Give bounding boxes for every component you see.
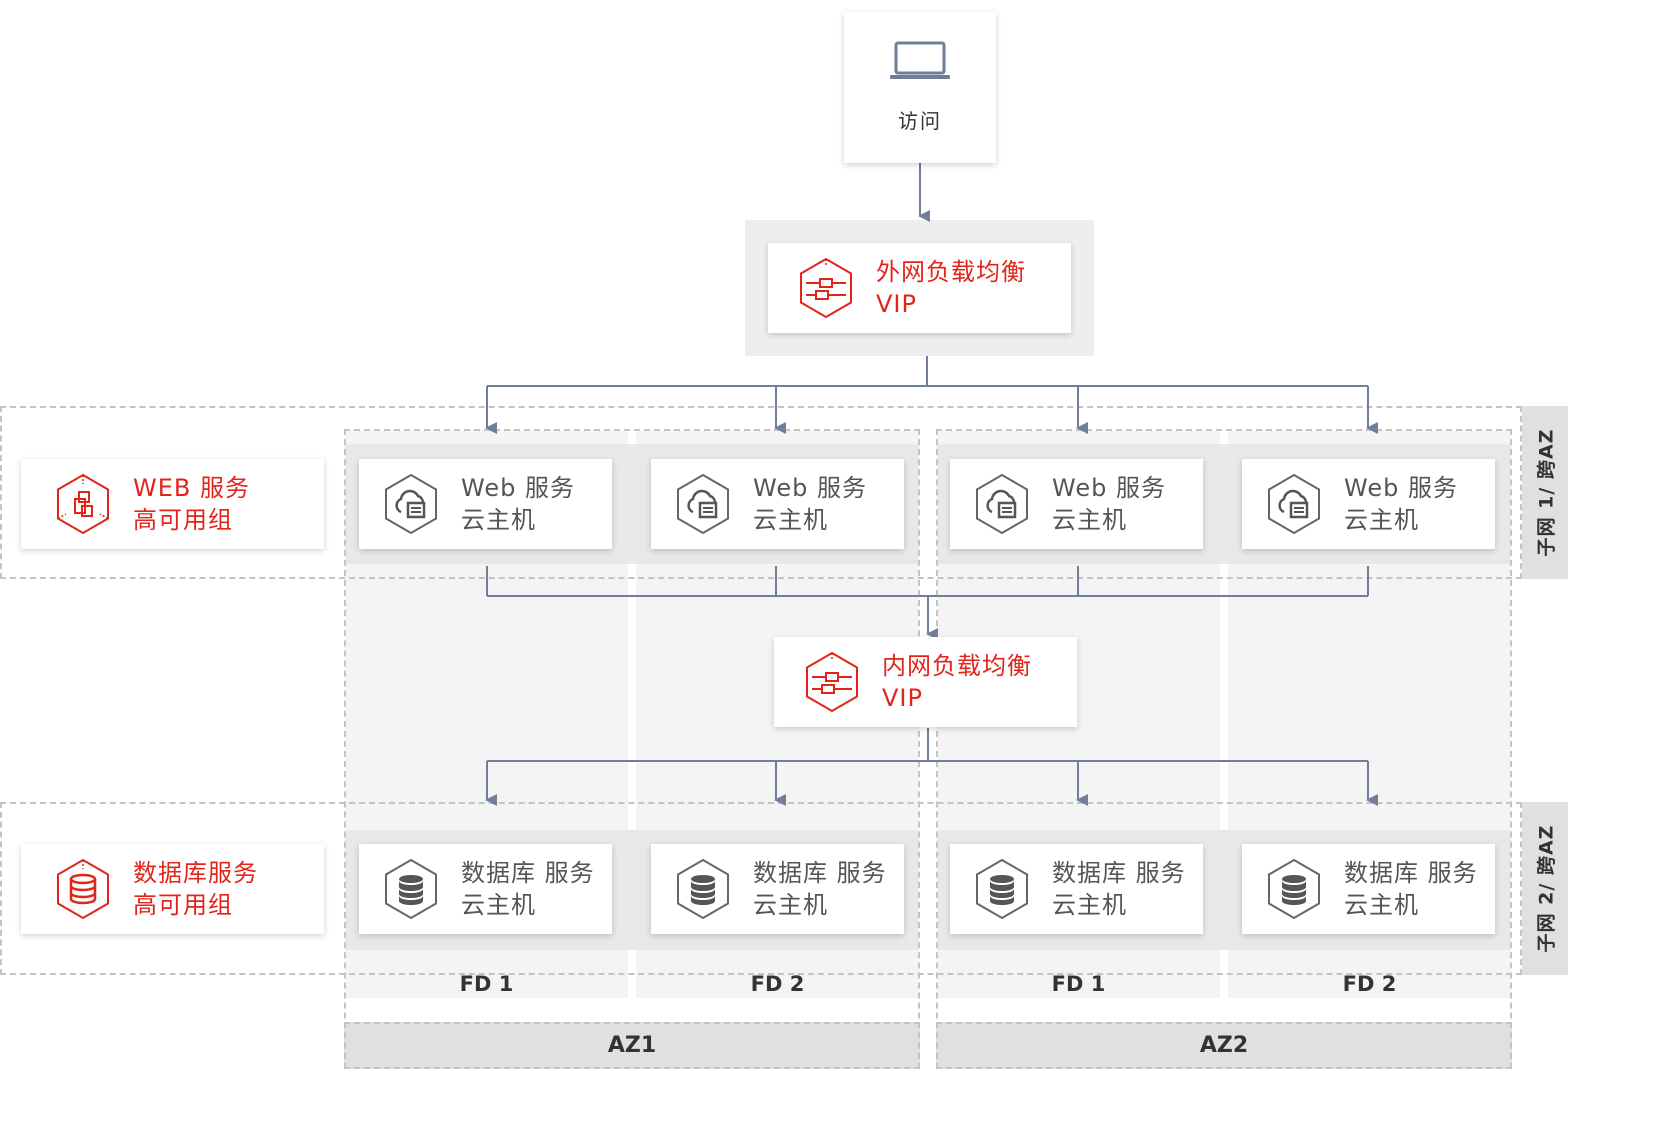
db-vm-card[interactable]: 数据库 服务 云主机 xyxy=(651,844,904,934)
db-group-subtitle: 高可用组 xyxy=(133,891,233,919)
cloud-server-icon xyxy=(385,473,437,535)
external-lb-vip: VIP xyxy=(876,290,917,318)
database-icon xyxy=(385,858,437,920)
database-icon xyxy=(1268,858,1320,920)
external-lb-card[interactable]: 外网负载均衡 VIP xyxy=(768,243,1071,333)
db-vm-title: 数据库 服务 xyxy=(1052,859,1186,887)
web-group-subtitle: 高可用组 xyxy=(133,506,233,534)
database-icon xyxy=(976,858,1028,920)
internal-lb-vip: VIP xyxy=(882,684,923,712)
subnet1-frame xyxy=(0,406,1522,579)
database-icon xyxy=(677,858,729,920)
load-balancer-icon xyxy=(806,651,858,713)
db-vm-subtitle: 云主机 xyxy=(753,891,828,919)
web-vm-card[interactable]: Web 服务 云主机 xyxy=(651,459,904,549)
az2-label: AZ2 xyxy=(936,1022,1512,1069)
web-vm-title: Web 服务 xyxy=(753,474,867,502)
external-lb-title: 外网负载均衡 xyxy=(876,258,1026,286)
web-vm-title: Web 服务 xyxy=(1344,474,1458,502)
db-vm-card[interactable]: 数据库 服务 云主机 xyxy=(950,844,1203,934)
subnet2-label: 子网 2/ 跨AZ xyxy=(1522,802,1568,975)
web-vm-subtitle: 云主机 xyxy=(461,506,536,534)
db-vm-title: 数据库 服务 xyxy=(461,859,595,887)
web-vm-title: Web 服务 xyxy=(1052,474,1166,502)
internal-lb-card[interactable]: 内网负载均衡 VIP xyxy=(774,637,1077,727)
db-group-title: 数据库服务 xyxy=(133,859,258,887)
cloud-server-icon xyxy=(976,473,1028,535)
fd-label-az2-fd1: FD 1 xyxy=(1051,972,1106,996)
web-vm-card[interactable]: Web 服务 云主机 xyxy=(359,459,612,549)
db-vm-card[interactable]: 数据库 服务 云主机 xyxy=(359,844,612,934)
database-group-icon xyxy=(57,858,109,920)
access-label: 访问 xyxy=(898,109,942,133)
web-vm-card[interactable]: Web 服务 云主机 xyxy=(950,459,1203,549)
laptop-icon xyxy=(890,41,950,79)
access-card[interactable]: 访问 xyxy=(844,12,996,163)
cloud-server-icon xyxy=(677,473,729,535)
load-balancer-icon xyxy=(800,257,852,319)
subnet2-frame xyxy=(0,802,1522,975)
cloud-server-icon xyxy=(1268,473,1320,535)
db-vm-subtitle: 云主机 xyxy=(1052,891,1127,919)
web-group-icon xyxy=(57,473,109,535)
subnet1-label: 子网 1/ 跨AZ xyxy=(1522,406,1568,579)
fd-label-az1-fd2: FD 2 xyxy=(750,972,805,996)
db-vm-subtitle: 云主机 xyxy=(1344,891,1419,919)
web-vm-card[interactable]: Web 服务 云主机 xyxy=(1242,459,1495,549)
web-vm-subtitle: 云主机 xyxy=(1344,506,1419,534)
internal-lb-title: 内网负载均衡 xyxy=(882,652,1032,680)
db-vm-title: 数据库 服务 xyxy=(1344,859,1478,887)
web-group-title: WEB 服务 xyxy=(133,474,250,502)
fd-label-az2-fd2: FD 2 xyxy=(1342,972,1397,996)
az1-label: AZ1 xyxy=(344,1022,920,1069)
db-vm-title: 数据库 服务 xyxy=(753,859,887,887)
db-vm-card[interactable]: 数据库 服务 云主机 xyxy=(1242,844,1495,934)
web-vm-title: Web 服务 xyxy=(461,474,575,502)
db-group-card[interactable]: 数据库服务 高可用组 xyxy=(21,844,324,934)
web-vm-subtitle: 云主机 xyxy=(753,506,828,534)
web-group-card[interactable]: WEB 服务 高可用组 xyxy=(21,459,324,549)
db-vm-subtitle: 云主机 xyxy=(461,891,536,919)
web-vm-subtitle: 云主机 xyxy=(1052,506,1127,534)
fd-label-az1-fd1: FD 1 xyxy=(459,972,514,996)
